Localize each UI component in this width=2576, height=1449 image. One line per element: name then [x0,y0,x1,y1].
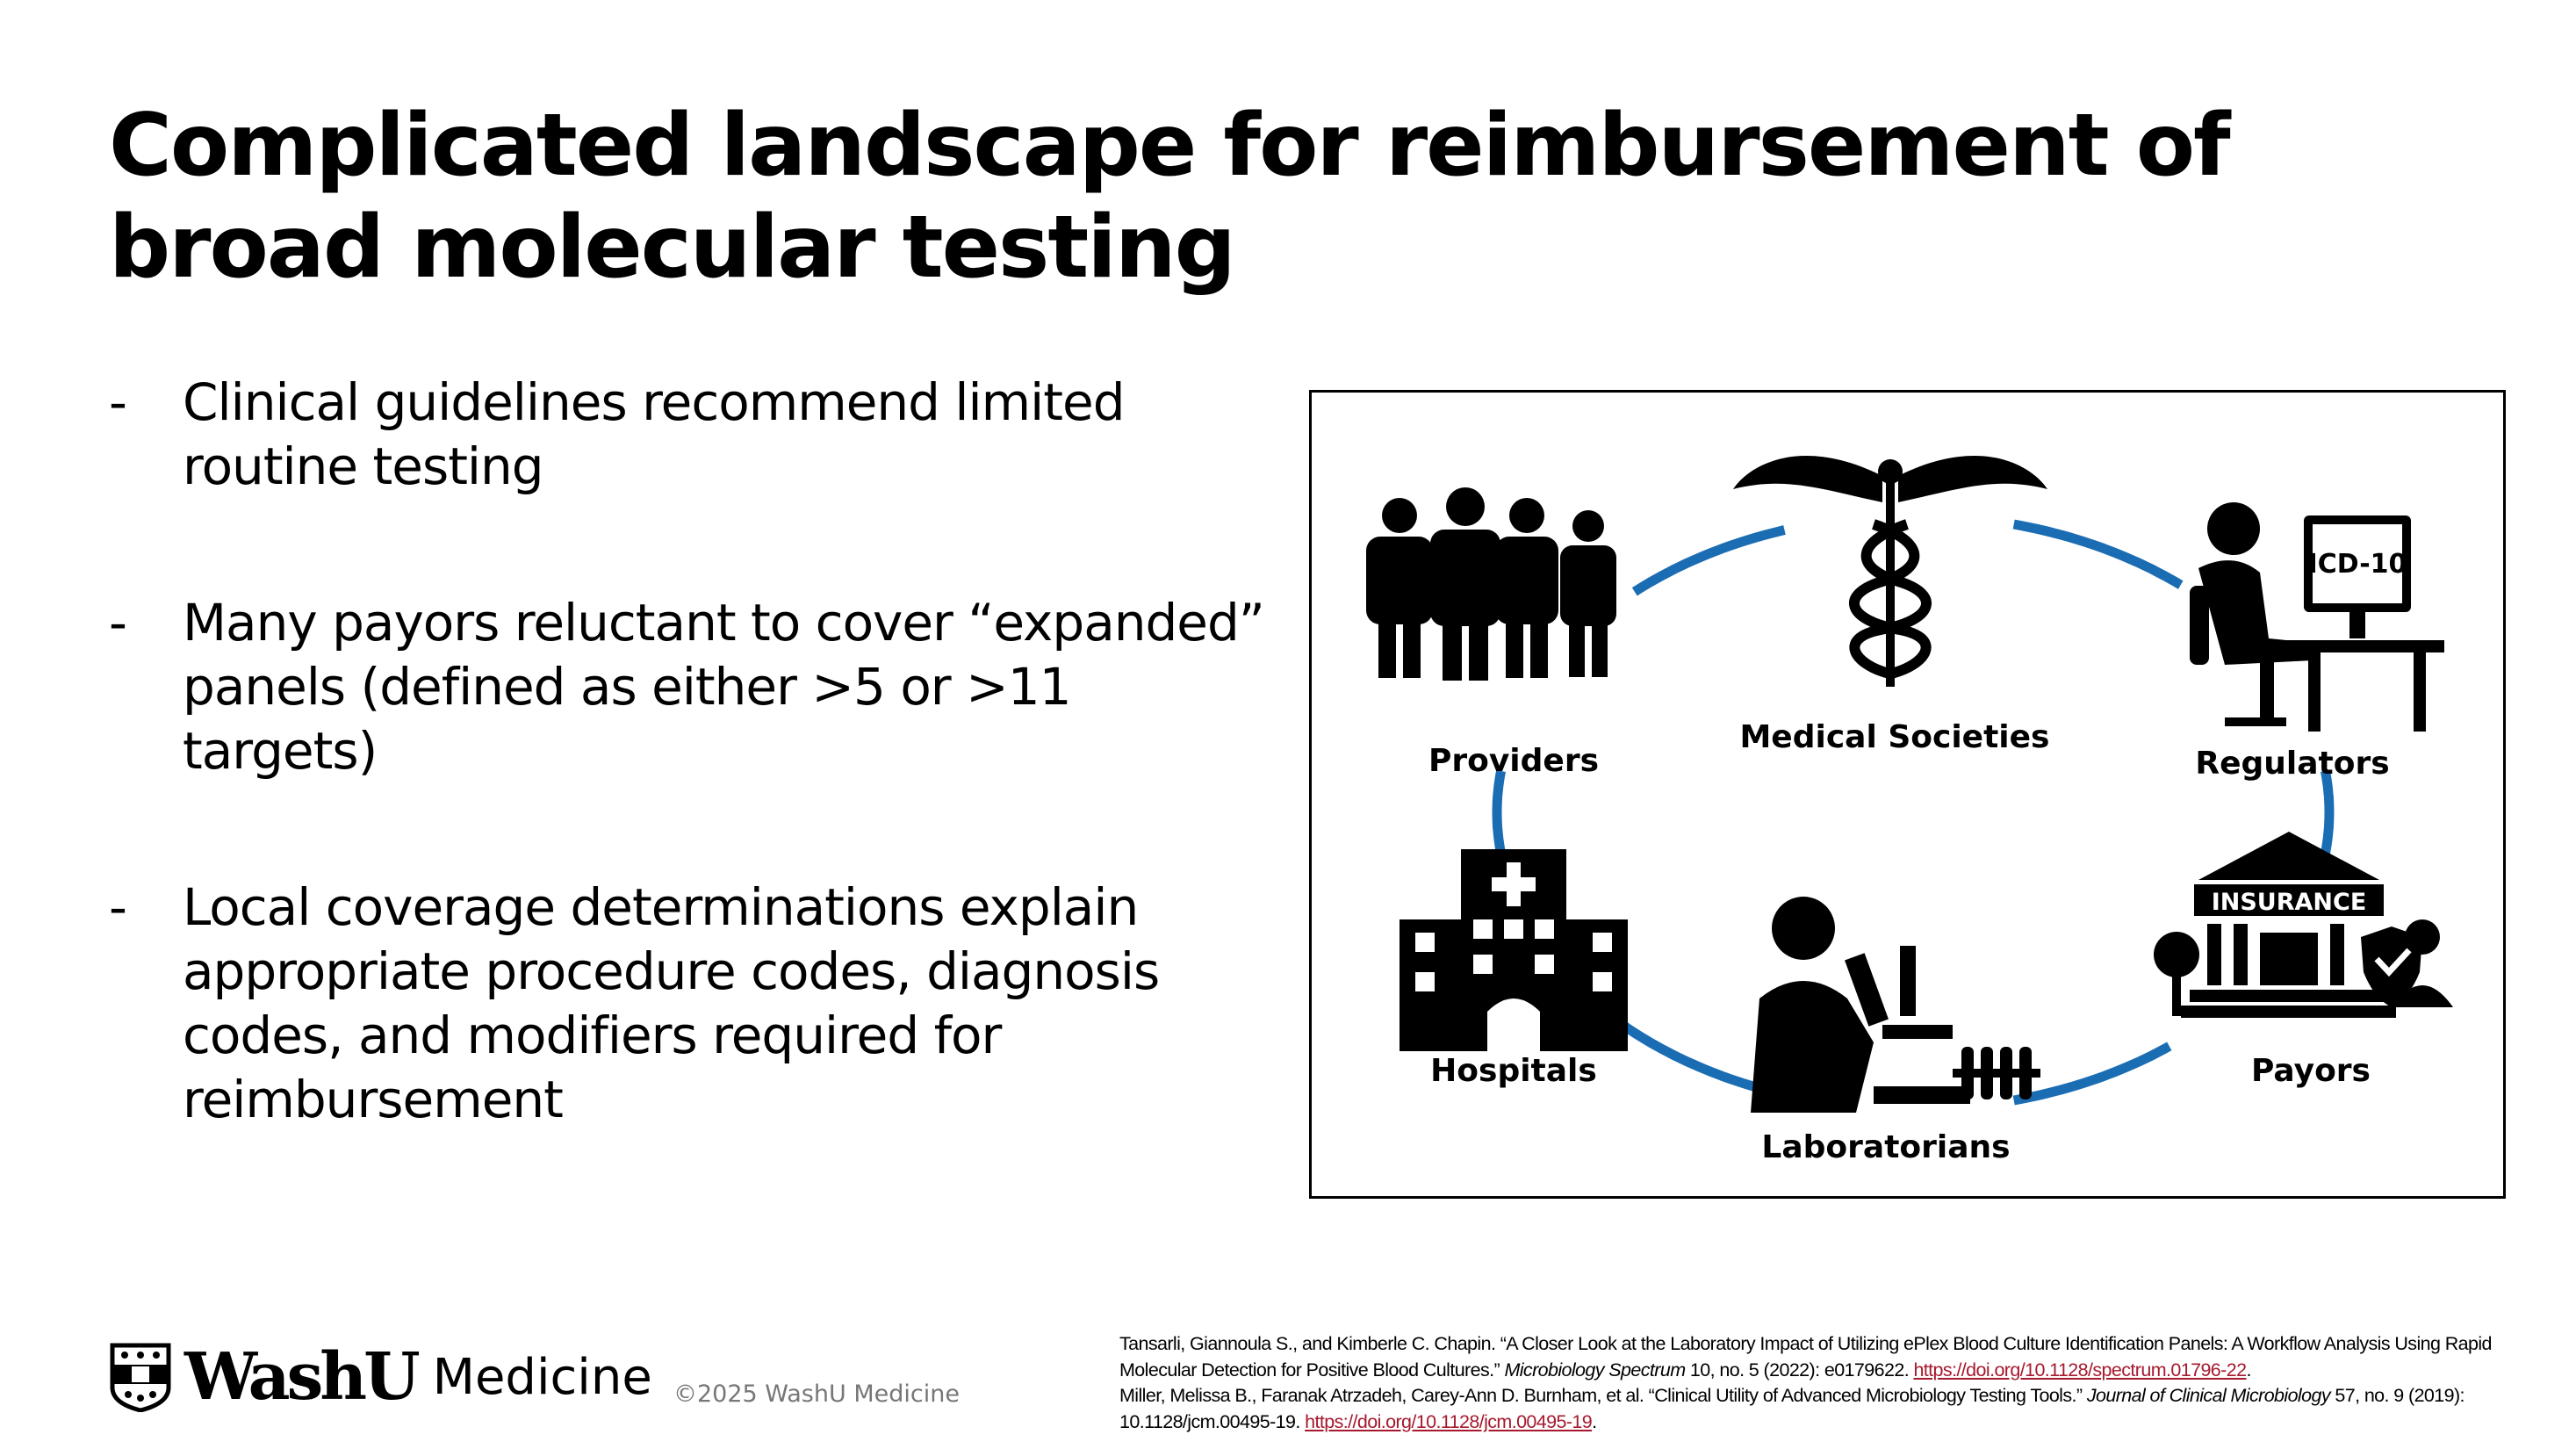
bullet-item: -Local coverage determinations explain a… [109,876,1268,1132]
node-label-providers: Providers [1428,743,1599,779]
caduceus-icon [1733,456,2047,687]
reference-text: Tansarli, Giannoula S., and Kimberle C. … [1119,1333,2493,1381]
node-label-payors: Payors [2251,1053,2371,1089]
hospital-icon [1400,849,1628,1051]
references: Tansarli, Giannoula S., and Kimberle C. … [1119,1331,2572,1435]
washu-medicine-logo: WashU Medicine [109,1339,652,1415]
icd10-monitor-text: ICD-10 [2308,549,2407,580]
insurance-building-icon: INSURANCE [2154,832,2453,1018]
bullet-item: -Clinical guidelines recommend limited r… [109,371,1268,499]
node-label-regulators: Regulators [2195,746,2389,782]
node-label-hospitals: Hospitals [1430,1053,1597,1089]
reference-text: Miller, Melissa B., Faranak Atrzadeh, Ca… [1119,1385,2087,1406]
reference-journal: Microbiology Spectrum [1504,1359,1686,1381]
reference-doi-link[interactable]: https://doi.org/10.1128/spectrum.01796-2… [1913,1359,2247,1381]
bullet-marker: - [109,877,127,937]
slide-title: Complicated landscape for reimbursement … [109,96,2231,298]
reference-end: . [1592,1410,1597,1432]
cycle-arc-segment [1492,769,1507,855]
bullet-text: Many payors reluctant to cover “expanded… [183,593,1265,781]
cycle-arc-segment [2320,769,2335,855]
cycle-arc-segment [2012,1042,2172,1106]
bullet-marker: - [109,593,127,652]
regulator-at-computer-icon: ICD-10 [2190,502,2444,732]
laboratorian-icon [1751,897,2040,1113]
bullet-marker: - [109,372,127,432]
bullet-list: -Clinical guidelines recommend limited r… [109,371,1268,1224]
reference-item: Tansarli, Giannoula S., and Kimberle C. … [1119,1331,2572,1383]
reference-item: Miller, Melissa B., Faranak Atrzadeh, Ca… [1119,1383,2572,1435]
reference-doi-link[interactable]: https://doi.org/10.1128/jcm.00495-19 [1305,1410,1593,1432]
shield-crest-icon [110,1343,171,1412]
bullet-item: -Many payors reluctant to cover “expande… [109,591,1268,783]
node-label-medical-societies: Medical Societies [1739,719,2049,755]
diagram-canvas: Providers Medical Societies ICD-10 [1366,456,2453,1165]
reference-details: 10, no. 5 (2022): e0179622. [1685,1359,1914,1381]
cycle-arc-segment [1631,525,1786,596]
node-label-laboratorians: Laboratorians [1761,1129,2010,1165]
copyright-text: ©2025 WashU Medicine [673,1381,960,1408]
cycle-arc-segment [2012,519,2184,589]
reference-details: 57, no. 9 (2019): 10.1128/jcm.00495-19. [1119,1385,2465,1432]
bullet-text: Clinical guidelines recommend limited ro… [183,372,1126,496]
cycle-arcs [1492,519,2335,1106]
logo-wordmark: WashU [184,1339,421,1415]
cycle-arc-segment [1621,1021,1773,1096]
stakeholder-diagram: Providers Medical Societies ICD-10 [1309,390,2506,1199]
providers-icon [1366,487,1616,681]
logo-subtitle: Medicine [432,1348,652,1406]
reference-end: . [2246,1359,2251,1381]
bullet-text: Local coverage determinations explain ap… [183,877,1160,1129]
reference-journal: Journal of Clinical Microbiology [2086,1385,2331,1406]
insurance-sign-text: INSURANCE [2212,889,2367,916]
